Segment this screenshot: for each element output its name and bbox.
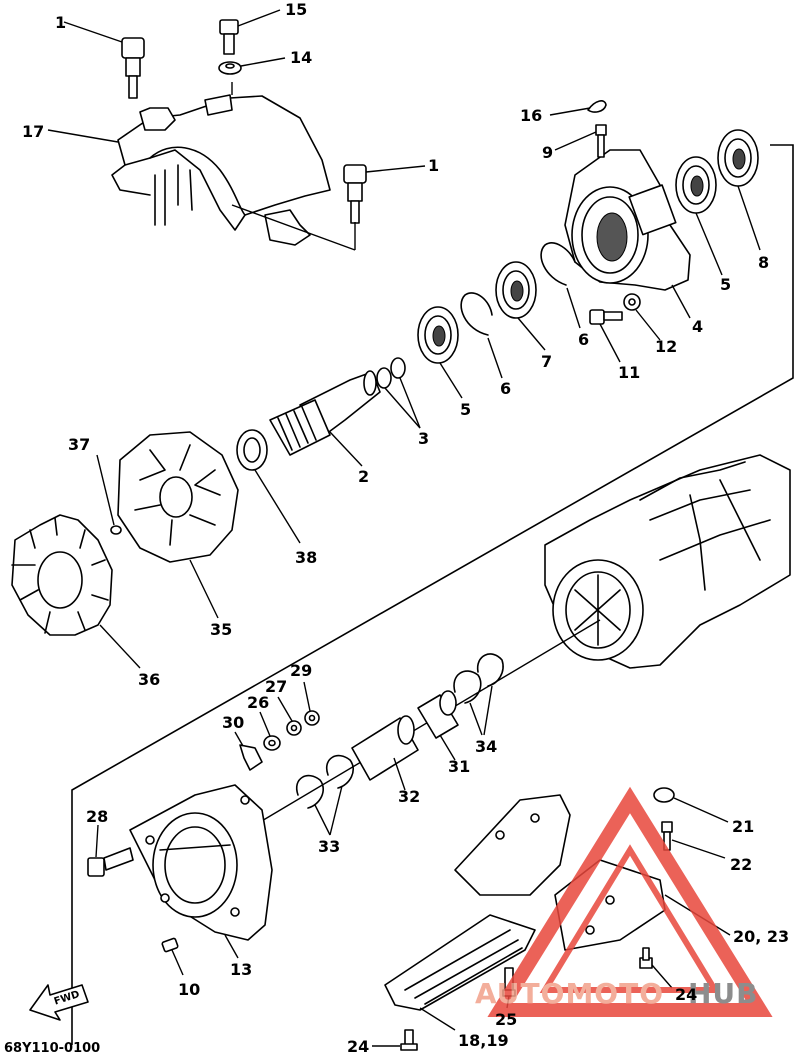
washer-part-29 xyxy=(303,681,320,726)
bolt-part-1-top xyxy=(63,21,145,99)
label-30: 30 xyxy=(222,713,244,732)
label-25: 25 xyxy=(495,1010,517,1029)
label-8: 8 xyxy=(758,253,769,272)
label-28: 28 xyxy=(86,807,108,826)
sleeve-part-32 xyxy=(351,715,419,791)
label-5b: 5 xyxy=(460,400,471,419)
label-11: 11 xyxy=(618,363,640,382)
label-22: 22 xyxy=(730,855,752,874)
fwd-arrow: FWD xyxy=(29,984,89,1021)
washer-part-27 xyxy=(277,696,302,736)
coupling-part-35 xyxy=(117,431,239,619)
nozzle-housing-part-13 xyxy=(129,784,273,959)
automotohub-watermark: AUTOMOTO HUB xyxy=(475,786,773,1017)
label-33: 33 xyxy=(318,837,340,856)
label-13: 13 xyxy=(230,960,252,979)
diagram-code: 68Y110-0100 xyxy=(4,1041,100,1055)
o-ring-part-3 xyxy=(376,357,421,429)
pin-part-37 xyxy=(96,454,122,535)
label-10: 10 xyxy=(178,980,200,999)
leader-4 xyxy=(671,284,691,319)
bolt-part-22 xyxy=(661,821,726,859)
label-37: 37 xyxy=(68,435,90,454)
watermark-text-automoto: AUTOMOTO xyxy=(475,977,664,1010)
bolt-part-1-right xyxy=(231,164,426,251)
watermark-triangle-icon xyxy=(487,786,773,1017)
bearing-part-5-lower xyxy=(417,306,463,399)
label-29: 29 xyxy=(290,661,312,680)
frame-lines xyxy=(71,144,794,1045)
label-24b: 24 xyxy=(347,1037,369,1055)
shaft-part-2 xyxy=(269,370,381,467)
pin-part-10 xyxy=(161,937,184,976)
leader-17 xyxy=(47,129,119,143)
label-14: 14 xyxy=(290,48,312,67)
label-6a: 6 xyxy=(578,330,589,349)
label-6b: 6 xyxy=(500,379,511,398)
bracket-part-30 xyxy=(234,731,263,771)
bearing-part-7 xyxy=(495,261,546,351)
label-4: 4 xyxy=(692,317,703,336)
cover-part xyxy=(111,82,331,246)
label-31: 31 xyxy=(448,757,470,776)
label-1a: 1 xyxy=(55,13,66,32)
label-7: 7 xyxy=(541,352,552,371)
label-16: 16 xyxy=(520,106,542,125)
bolt-part-28 xyxy=(87,824,134,877)
label-18-19: 18,19 xyxy=(458,1031,509,1050)
part-labels: 1 15 14 17 1 16 9 8 5 4 12 6 7 11 6 5 3 … xyxy=(22,0,789,1055)
bolt-part-15 xyxy=(219,9,281,55)
watermark-text-hub: HUB xyxy=(688,977,759,1010)
label-12: 12 xyxy=(655,337,677,356)
washer-part-14 xyxy=(218,57,286,75)
label-15: 15 xyxy=(285,0,307,19)
washer-part-12 xyxy=(623,293,661,341)
bearing-part-5-upper xyxy=(675,156,723,276)
label-9: 9 xyxy=(542,143,553,162)
jet-housing-part xyxy=(544,454,791,669)
clamp-part-34 xyxy=(453,653,504,736)
label-26: 26 xyxy=(247,693,269,712)
rubber-part-21 xyxy=(653,787,729,823)
damper-part-36 xyxy=(11,514,141,669)
circlip-part-6-lower xyxy=(460,292,503,379)
label-34: 34 xyxy=(475,737,497,756)
label-36: 36 xyxy=(138,670,160,689)
circlip-part-6-upper xyxy=(540,242,581,329)
clamp-part-33 xyxy=(295,754,354,836)
bearing-housing-part-4 xyxy=(564,149,691,291)
label-5a: 5 xyxy=(720,275,731,294)
bolt-part-24-right xyxy=(639,947,673,989)
label-1b: 1 xyxy=(428,156,439,175)
grate-part-18 xyxy=(384,914,536,1031)
label-32: 32 xyxy=(398,787,420,806)
label-20-23: 20, 23 xyxy=(733,927,789,946)
washer-part-38 xyxy=(236,429,301,544)
label-2: 2 xyxy=(358,467,369,486)
label-21: 21 xyxy=(732,817,754,836)
bolt-part-11 xyxy=(589,309,623,363)
bolt-part-24-bottom xyxy=(372,1029,418,1051)
label-27: 27 xyxy=(265,677,287,696)
bearing-part-8 xyxy=(717,129,761,251)
sleeve-part-31 xyxy=(417,690,459,761)
label-24a: 24 xyxy=(675,985,697,1004)
label-3: 3 xyxy=(418,429,429,448)
label-17: 17 xyxy=(22,122,44,141)
label-35: 35 xyxy=(210,620,232,639)
washer-part-26 xyxy=(259,711,281,751)
grease-nipple-part-9 xyxy=(549,100,607,158)
label-38: 38 xyxy=(295,548,317,567)
